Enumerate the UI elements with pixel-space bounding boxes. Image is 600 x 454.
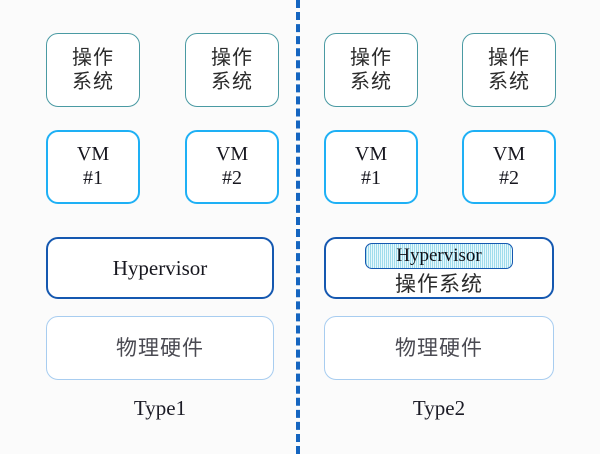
os-box-line1: 操作 <box>488 45 530 70</box>
vertical-dashed-divider-icon <box>296 0 300 454</box>
vm-box-line1: VM <box>492 143 526 166</box>
physical-hardware-label: 物理硬件 <box>395 335 483 360</box>
hypervisor-box-type1: Hypervisor <box>46 237 274 299</box>
caption-type2: Type2 <box>412 396 466 420</box>
vm-box-type2-1: VM #1 <box>324 130 418 204</box>
host-os-box-type2: Hypervisor 操作系统 <box>324 237 554 299</box>
vm-box-line1: VM <box>215 143 249 166</box>
hypervisor-chip-type2: Hypervisor <box>365 243 513 269</box>
vm-box-line1: VM <box>76 143 110 166</box>
vm-box-line1: VM <box>354 143 388 166</box>
os-box-line2: 系统 <box>488 69 530 93</box>
vm-box-line2: #1 <box>83 167 103 189</box>
os-box-type2-vm1: 操作 系统 <box>324 33 418 107</box>
caption-type1: Type1 <box>133 396 187 420</box>
hypervisor-label: Hypervisor <box>112 255 208 280</box>
os-box-line2: 系统 <box>211 69 253 93</box>
vm-box-type2-2: VM #2 <box>462 130 556 204</box>
os-box-line1: 操作 <box>350 45 392 70</box>
physical-hardware-box-type2: 物理硬件 <box>324 316 554 380</box>
os-box-line2: 系统 <box>72 69 114 93</box>
vm-box-type1-1: VM #1 <box>46 130 140 204</box>
physical-hardware-box-type1: 物理硬件 <box>46 316 274 380</box>
os-box-line1: 操作 <box>72 45 114 70</box>
host-os-label: 操作系统 <box>395 272 483 296</box>
os-box-type2-vm2: 操作 系统 <box>462 33 556 107</box>
os-box-line2: 系统 <box>350 69 392 93</box>
vm-box-line2: #2 <box>499 167 519 189</box>
os-box-type1-vm2: 操作 系统 <box>185 33 279 107</box>
vm-box-line2: #2 <box>222 167 242 189</box>
vm-box-line2: #1 <box>361 167 381 189</box>
vm-box-type1-2: VM #2 <box>185 130 279 204</box>
hypervisor-label: Hypervisor <box>396 244 482 266</box>
os-box-type1-vm1: 操作 系统 <box>46 33 140 107</box>
os-box-line1: 操作 <box>211 45 253 70</box>
physical-hardware-label: 物理硬件 <box>116 335 204 360</box>
